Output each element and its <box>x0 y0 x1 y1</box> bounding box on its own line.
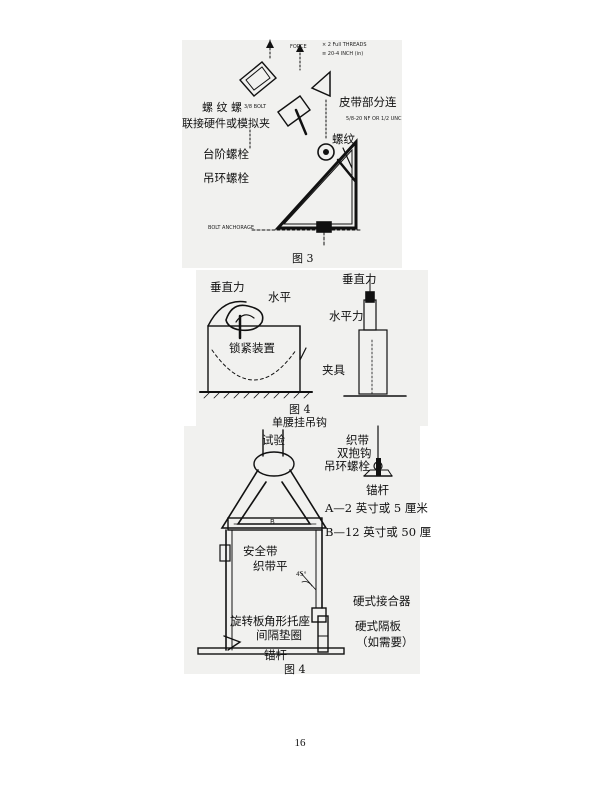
spacer-washer-label: 间隔垫圈 <box>256 628 302 642</box>
angle-bracket-label: 角形托座 <box>264 614 310 628</box>
figure-4a-subtitle: 单腰挂吊钩 <box>272 416 327 429</box>
bolt-label: 3/8 BOLT <box>244 104 267 110</box>
figure-3-caption: 图 3 <box>292 252 314 265</box>
thread-note-1: × 2 Full THREADS <box>322 42 367 48</box>
nut-label: 5/8-20 NF OR 1/2 UNC <box>346 116 402 122</box>
horizontal-force-label: 水平力 <box>329 309 364 323</box>
figure-4a-drawing <box>199 277 407 399</box>
webbing-label: 织带 <box>346 433 369 447</box>
if-needed-label: （如需要） <box>356 635 414 649</box>
webbing-flat-label: 织带平 <box>253 559 288 573</box>
belt-connection-label: 皮带部分连 <box>339 95 397 109</box>
safety-belt-label: 安全带 <box>243 544 278 558</box>
anchor-rod-top-label: 锚杆 <box>366 483 389 497</box>
thread-note-2: ≡ 20-4 INCH (in) <box>322 51 364 57</box>
thread-label: 螺纹 <box>332 132 355 146</box>
dim-b-label: B—12 英寸或 50 厘 <box>325 525 432 539</box>
angle-label: 45° <box>296 571 307 578</box>
fixture-label: 夹具 <box>322 363 345 377</box>
vertical-force-left-label: 垂直力 <box>210 280 245 294</box>
vertical-force-right-label: 垂直力 <box>342 272 377 286</box>
page-number: 16 <box>294 737 306 749</box>
eye-bolt-4b-label: 吊环螺栓 <box>324 459 370 473</box>
rigid-spacer-label: 硬式隔板 <box>355 619 401 633</box>
anchor-rod-bottom-label: 锚杆 <box>264 648 287 662</box>
figure-4b-drawing <box>197 425 393 655</box>
swivel-plate-label: 旋转板 <box>230 614 265 628</box>
rigid-connector-label: 硬式接合器 <box>353 594 411 608</box>
figure-3-drawing <box>238 39 361 247</box>
figure-4a-caption: 图 4 <box>289 403 311 416</box>
force-label: FORCE <box>290 44 307 50</box>
bolt-anchorage-label: BOLT ANCHORAGE <box>208 225 255 231</box>
locking-device-label: 锁紧装置 <box>229 341 275 355</box>
double-hook-label: 双抱钩 <box>337 446 372 460</box>
dim-a-label: A—2 英寸或 5 厘米 <box>325 501 428 515</box>
connection-hardware-label: 联接硬件或模拟夹 <box>182 117 270 130</box>
figure-4a-panel <box>196 270 428 426</box>
step-bolt-label: 台阶螺栓 <box>203 147 249 161</box>
horizontal-label: 水平 <box>268 290 291 304</box>
figure-4b-caption: 图 4 <box>284 663 306 676</box>
threaded-screw-label: 螺 纹 螺 <box>202 101 242 114</box>
letter-b-label: B <box>270 518 275 526</box>
test-label: 试验 <box>262 433 285 447</box>
eye-bolt-label: 吊环螺栓 <box>203 171 249 185</box>
